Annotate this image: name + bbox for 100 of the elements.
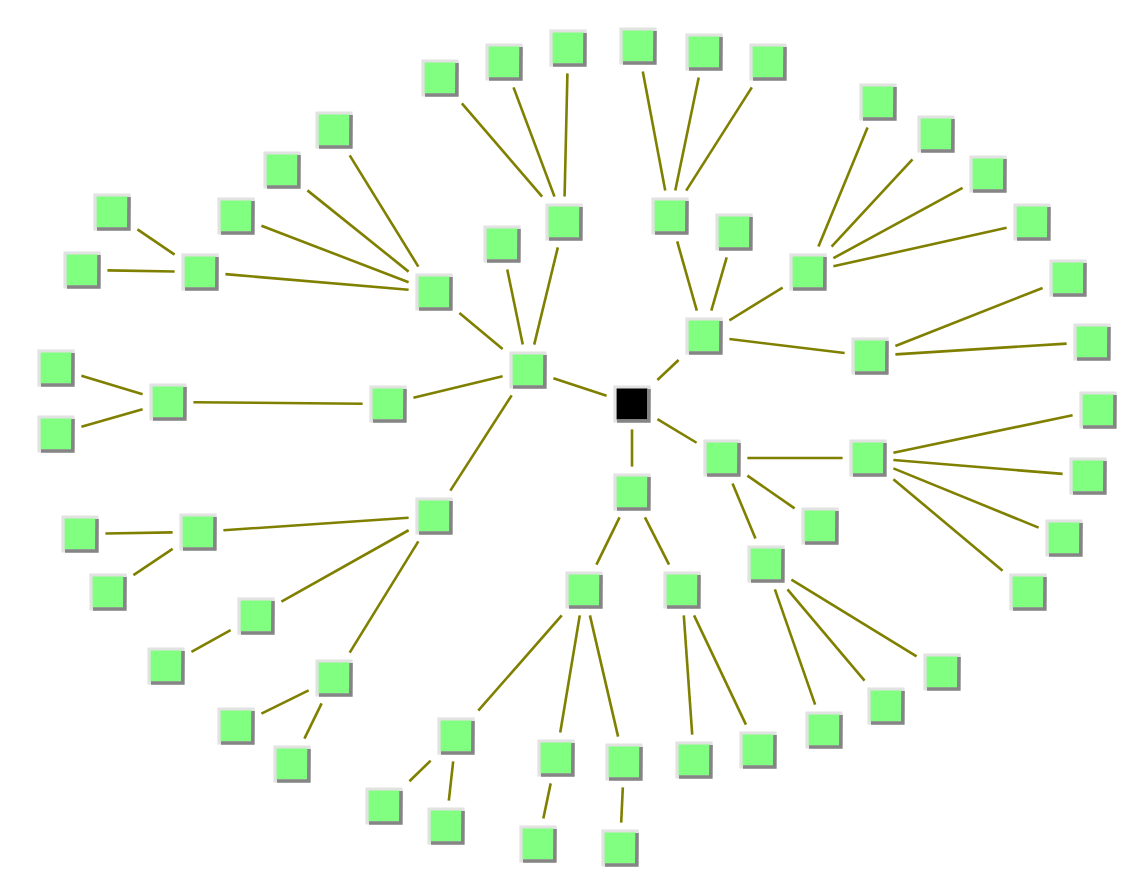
connector-line bbox=[893, 414, 1073, 454]
square-node bbox=[715, 213, 753, 251]
connector-line bbox=[656, 359, 680, 381]
square-node bbox=[619, 27, 657, 65]
square-node bbox=[273, 745, 311, 783]
square-node bbox=[149, 383, 187, 421]
square-node bbox=[1079, 391, 1117, 429]
square-node bbox=[849, 439, 887, 477]
square-node bbox=[427, 807, 465, 845]
square-node bbox=[549, 29, 587, 67]
connector-line bbox=[303, 702, 323, 740]
connector-line bbox=[643, 516, 671, 566]
square-node bbox=[685, 317, 723, 355]
connector-line bbox=[894, 286, 1044, 348]
square-node bbox=[923, 653, 961, 691]
square-node bbox=[703, 439, 741, 477]
connector-line bbox=[477, 614, 563, 712]
square-node bbox=[685, 33, 723, 71]
square-node bbox=[1045, 519, 1083, 557]
connector-line bbox=[193, 400, 363, 406]
square-node bbox=[1069, 457, 1107, 495]
square-node bbox=[237, 597, 275, 635]
square-node bbox=[663, 571, 701, 609]
square-node bbox=[805, 711, 843, 749]
connector-line bbox=[81, 374, 143, 396]
connector-line bbox=[532, 247, 560, 345]
square-node bbox=[789, 253, 827, 291]
square-node bbox=[565, 571, 603, 609]
square-node bbox=[63, 251, 101, 289]
square-node bbox=[605, 743, 643, 781]
connector-line bbox=[892, 467, 1040, 529]
square-node bbox=[179, 513, 217, 551]
square-node bbox=[415, 273, 453, 311]
square-node bbox=[917, 115, 955, 153]
connector-line bbox=[786, 588, 866, 682]
connector-line bbox=[260, 224, 410, 284]
square-node bbox=[263, 151, 301, 189]
connector-line bbox=[675, 241, 699, 311]
square-node bbox=[675, 741, 713, 779]
square-node bbox=[801, 507, 839, 545]
square-node bbox=[315, 659, 353, 697]
connector-line bbox=[892, 478, 1004, 572]
connector-line bbox=[105, 531, 173, 535]
connector-line bbox=[458, 312, 504, 350]
connector-line bbox=[408, 759, 432, 783]
connector-line bbox=[832, 186, 964, 260]
connector-line bbox=[747, 456, 843, 460]
square-node bbox=[437, 717, 475, 755]
connector-line bbox=[830, 158, 914, 248]
connector-line bbox=[728, 286, 784, 322]
connector-line bbox=[674, 77, 700, 191]
connector-line bbox=[773, 588, 817, 705]
square-node bbox=[519, 825, 557, 863]
connector-line bbox=[512, 86, 556, 198]
square-node bbox=[969, 155, 1007, 193]
connector-line bbox=[190, 628, 232, 653]
square-node bbox=[749, 43, 787, 81]
square-node bbox=[1073, 323, 1111, 361]
connector-line bbox=[348, 540, 420, 654]
connector-line bbox=[710, 257, 728, 311]
square-node bbox=[147, 647, 185, 685]
square-node bbox=[365, 787, 403, 825]
square-node bbox=[747, 545, 785, 583]
square-node bbox=[37, 349, 75, 387]
square-node bbox=[867, 687, 905, 725]
connector-line bbox=[731, 482, 757, 540]
connector-line bbox=[306, 189, 410, 273]
connector-line bbox=[553, 377, 607, 397]
connector-line bbox=[447, 761, 455, 801]
square-node bbox=[483, 225, 521, 263]
connector-line bbox=[132, 547, 174, 577]
connector-line bbox=[81, 408, 143, 428]
connector-line bbox=[563, 73, 569, 197]
connector-line bbox=[641, 71, 667, 191]
connector-line bbox=[595, 516, 621, 566]
connector-line bbox=[107, 269, 175, 273]
connector-line bbox=[413, 374, 503, 400]
connector-line bbox=[280, 529, 410, 603]
square-node bbox=[851, 337, 889, 375]
connector-line bbox=[692, 614, 748, 726]
square-node bbox=[1013, 203, 1051, 241]
square-node bbox=[613, 473, 651, 511]
connector-line bbox=[833, 226, 1007, 268]
connector-line bbox=[817, 126, 869, 248]
connector-line bbox=[682, 615, 694, 735]
square-node bbox=[509, 351, 547, 389]
connector-line bbox=[505, 269, 525, 345]
square-node bbox=[217, 197, 255, 235]
square-node bbox=[545, 203, 583, 241]
square-node bbox=[859, 83, 897, 121]
connector-line bbox=[460, 102, 544, 198]
square-node bbox=[537, 739, 575, 777]
connector-line bbox=[225, 272, 409, 292]
connector-line bbox=[449, 394, 513, 492]
connector-line bbox=[790, 578, 918, 658]
square-node bbox=[421, 59, 459, 97]
connector-line bbox=[223, 516, 409, 532]
square-node bbox=[61, 515, 99, 553]
square-node bbox=[37, 415, 75, 453]
connector-line bbox=[685, 86, 753, 192]
